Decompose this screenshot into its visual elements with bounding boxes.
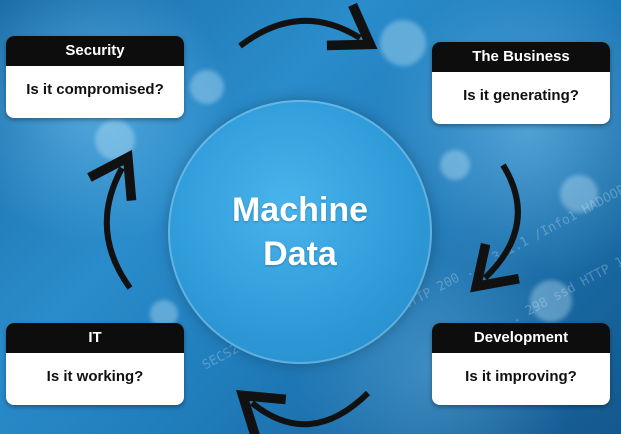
bokeh-light [560,175,598,213]
it-card: IT Is it working? [6,323,184,405]
business-card-title: The Business [432,42,610,72]
arrow-right [470,163,521,293]
security-card-question: Is it compromised? [26,81,164,98]
security-card-title: Security [6,36,184,66]
security-card: Security Is it compromised? [6,36,184,118]
arrow-bottom [235,390,371,434]
it-card-question: Is it working? [46,368,144,385]
bokeh-light [440,150,470,180]
business-card: The Business Is it generating? [432,42,610,124]
development-card-question: Is it improving? [465,368,577,385]
arrow-left [87,149,137,290]
business-card-question: Is it generating? [463,87,579,104]
center-title-line2: Data [263,235,337,273]
bokeh-light [380,20,426,66]
machine-data-circle: Machine Data [168,100,432,364]
it-card-title: IT [6,323,184,353]
bokeh-light [530,280,572,322]
development-card: Development Is it improving? [432,323,610,405]
bokeh-light [190,70,224,104]
center-title-line1: Machine [231,191,369,229]
arrow-top [238,2,378,51]
development-card-title: Development [432,323,610,353]
